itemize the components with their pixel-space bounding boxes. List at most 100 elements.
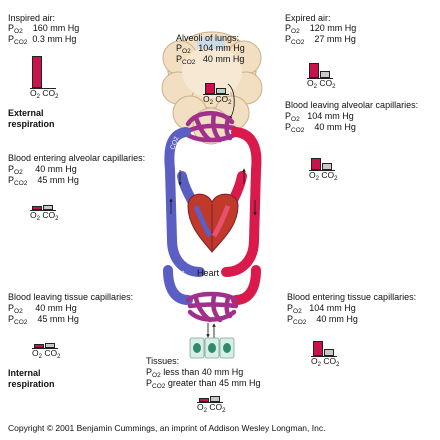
- o2-sub: O2: [293, 308, 302, 315]
- heart: [187, 193, 239, 253]
- blood-entering-alveolar-title: Blood entering alveolar capillaries:: [8, 153, 146, 163]
- co2-sub: CO2: [293, 319, 307, 326]
- blood-leaving-tissue-po2: PO2 40 mm Hg: [8, 303, 77, 315]
- flow-arrows: [169, 168, 257, 216]
- expired-air-title: Expired air:: [285, 13, 331, 23]
- p-letter: P: [176, 43, 183, 53]
- co2-word: CO: [42, 88, 56, 98]
- internal-respiration-label: Internal respiration: [8, 368, 55, 389]
- o2-level-bar: [309, 63, 319, 78]
- blood-entering-tissue-pco2: PCO2 40 mm Hg: [287, 314, 358, 326]
- gauge-baseline: [197, 402, 223, 403]
- sub-2: 2: [228, 100, 232, 106]
- sub-2: 2: [36, 94, 40, 100]
- o2-word: O: [311, 356, 318, 366]
- blood-leaving-alveolar-po2-value: 104 mm Hg: [307, 111, 354, 121]
- o2-level-bar: [205, 83, 215, 94]
- p-letter: P: [285, 122, 292, 132]
- co2-level-bar: [210, 396, 220, 402]
- o2-level-bar: [34, 344, 44, 348]
- inspired-pco2-value: 0.3 mm Hg: [32, 34, 77, 44]
- p-letter: P: [8, 164, 15, 174]
- p-letter: P: [8, 314, 15, 324]
- tissues-pco2: PCO2 greater than 45 mm Hg: [146, 378, 260, 390]
- gauge-baseline: [311, 356, 337, 357]
- svg-text:O2: O2: [239, 278, 250, 289]
- blood-entering-alveolar-po2-value: 40 mm Hg: [35, 164, 77, 174]
- co2-level-bar: [216, 88, 226, 94]
- o2-sub: O2: [14, 169, 23, 176]
- inspired-air-title: Inspired air:: [8, 13, 56, 23]
- expired-po2-value: 120 mm Hg: [309, 23, 357, 33]
- alveoli-cluster: [161, 31, 263, 145]
- blood-leaving-alveolar-title: Blood leaving alveolar capillaries:: [285, 100, 419, 110]
- tissues-title: Tissues:: [146, 356, 180, 366]
- gauge-label: O2 CO2: [309, 170, 337, 182]
- co2-level-bar: [43, 205, 53, 210]
- blood-entering-alveolar-pco2: PCO2 45 mm Hg: [8, 175, 79, 187]
- gauge-label: O2 CO2: [307, 78, 335, 90]
- alveoli-po2: PO2 104 mm Hg: [176, 43, 245, 55]
- o2-sub: O2: [14, 308, 23, 315]
- p-letter: P: [285, 111, 292, 121]
- o2-level-bar: [313, 341, 323, 356]
- gauge-baseline: [203, 94, 229, 95]
- o2-word: O: [32, 348, 39, 358]
- blood-leaving-alveolar-gauge: O2 CO2: [309, 146, 349, 182]
- p-letter: P: [287, 303, 294, 313]
- co2-sub: CO2: [182, 59, 196, 66]
- inspired-air-po2: PO2 160 mm Hg: [8, 23, 79, 35]
- o2-word: O: [197, 402, 204, 412]
- tissue-cells: [189, 337, 235, 359]
- sub-2: 2: [209, 100, 213, 106]
- p-letter: P: [146, 367, 153, 377]
- sub-2: 2: [334, 176, 338, 182]
- inspired-air-pco2: PCO2 0.3 mm Hg: [8, 34, 76, 46]
- co2-sub: CO2: [152, 383, 166, 390]
- external-respiration-label: External respiration: [8, 108, 55, 129]
- alveoli-gauge: O2 CO2: [203, 72, 243, 106]
- gauge-label: O2 CO2: [311, 356, 339, 368]
- tissues-po2-value: less than 40 mm Hg: [163, 367, 244, 377]
- alveoli-title: Alveoli of lungs:: [176, 33, 240, 43]
- p-letter: P: [8, 175, 15, 185]
- sub-2: 2: [313, 84, 317, 90]
- co2-word: CO: [209, 402, 223, 412]
- tissue-capillaries: [185, 291, 239, 323]
- co2-sub: CO2: [14, 319, 28, 326]
- o2-word: O: [203, 94, 210, 104]
- expired-pco2-value: 27 mm Hg: [314, 34, 356, 44]
- sub-2: 2: [317, 362, 321, 368]
- co2-word: CO: [321, 170, 335, 180]
- blood-entering-tissue-gauge: O2 CO2: [311, 330, 351, 368]
- co2-sub: CO2: [291, 127, 305, 134]
- alveoli-pco2: PCO2 40 mm Hg: [176, 54, 244, 66]
- heart-label: Heart: [197, 268, 220, 278]
- co2-level-bar: [322, 163, 332, 170]
- gauge-baseline: [32, 348, 58, 349]
- gauge-baseline: [309, 170, 335, 171]
- p-letter: P: [8, 34, 15, 44]
- blood-leaving-tissue-pco2: PCO2 45 mm Hg: [8, 314, 79, 326]
- blood-entering-tissue-title: Blood entering tissue capillaries:: [287, 292, 417, 302]
- sub-2: 2: [38, 354, 42, 360]
- p-letter: P: [176, 54, 183, 64]
- o2-sub: O2: [182, 48, 191, 55]
- blood-entering-tissue-po2-value: 104 mm Hg: [309, 303, 356, 313]
- sub-2: 2: [203, 408, 207, 414]
- gauge-baseline: [30, 88, 56, 89]
- co2-level-bar: [324, 349, 334, 356]
- p-letter: P: [8, 23, 15, 33]
- blood-leaving-tissue-gauge: O2 CO2: [32, 330, 72, 360]
- sub-2: 2: [315, 176, 319, 182]
- svg-text:O2: O2: [236, 148, 246, 159]
- co2-sub: CO2: [14, 39, 28, 46]
- sub-2: 2: [36, 216, 40, 222]
- o2-word: O: [309, 170, 316, 180]
- gauge-label: O2 CO2: [30, 88, 58, 100]
- blood-entering-tissue-po2: PO2 104 mm Hg: [287, 303, 356, 315]
- co2-word: CO: [323, 356, 337, 366]
- inspired-air-gauge: O2 CO2: [30, 52, 70, 100]
- p-letter: P: [285, 34, 292, 44]
